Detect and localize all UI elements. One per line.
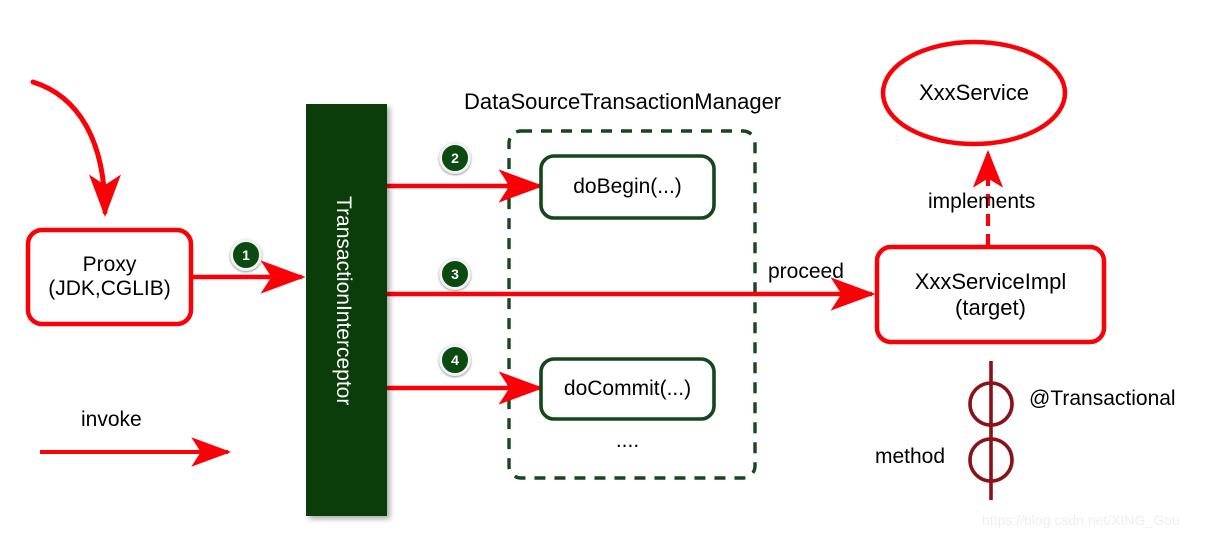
proceed-label: proceed — [768, 260, 844, 283]
transactional-circle-icon — [968, 381, 1014, 427]
step-badge-2: 2 — [439, 142, 471, 174]
proxy-box — [25, 227, 194, 327]
implements-label: implements — [928, 190, 1036, 213]
docommit-box — [539, 357, 716, 421]
step-badge-4: 4 — [439, 344, 471, 376]
watermark: https://blog.csdn.net/XING_Gou — [982, 512, 1180, 528]
transaction-manager-dashed-box — [507, 129, 757, 480]
transaction-manager-title: DataSourceTransactionManager — [464, 89, 782, 114]
xxxservice-ellipse — [880, 39, 1068, 147]
transaction-interceptor-bar — [306, 104, 387, 516]
dobegin-box — [539, 154, 716, 220]
step-badge-3: 3 — [439, 258, 471, 290]
xxxserviceimpl-box — [874, 244, 1107, 345]
method-circle-icon — [968, 437, 1014, 483]
step-badge-1: 1 — [230, 239, 262, 271]
method-label: method — [875, 445, 946, 468]
invoke-label: invoke — [81, 408, 142, 431]
incoming-curved-arrow — [30, 79, 121, 217]
transactional-label: @Transactional — [1029, 387, 1176, 410]
transaction-interceptor-label: TransactionInterceptor — [332, 196, 355, 406]
